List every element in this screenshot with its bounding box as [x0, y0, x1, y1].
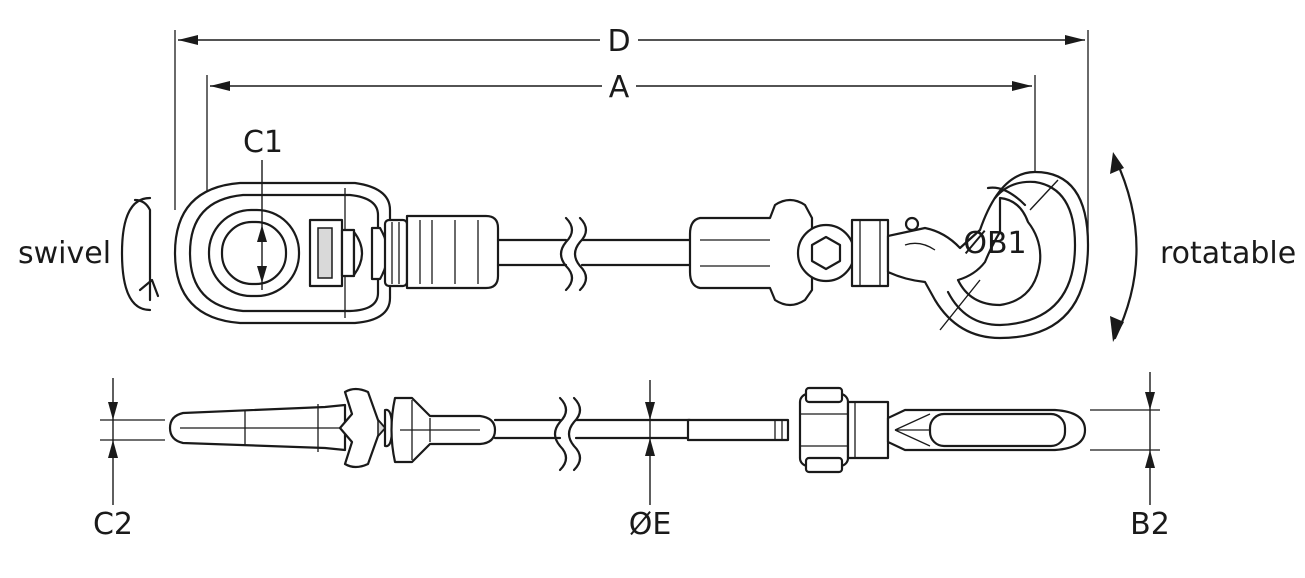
dimension-c2: [100, 378, 165, 505]
cable-top: [496, 216, 694, 292]
dimension-b1-label: ØB1: [963, 226, 1026, 261]
swivel-eye-top: [173, 181, 392, 325]
dimension-c1-label: C1: [243, 125, 283, 160]
dimension-b2-label: B2: [1130, 507, 1170, 542]
hook-side: [886, 408, 1087, 452]
swivel-rotation-arrow: [120, 196, 160, 312]
rotatable-label: rotatable: [1160, 236, 1296, 271]
dimension-d: [174, 30, 1089, 240]
dimension-e-label: ØE: [629, 507, 672, 542]
cable-side: [493, 396, 692, 472]
dimension-a-label: A: [609, 70, 630, 105]
wedge-socket-side: [390, 396, 497, 464]
swivel-eye-side: [168, 387, 394, 469]
rotatable-arrow: [1110, 152, 1138, 342]
swivel-label: swivel: [18, 236, 111, 271]
dimension-b1: [939, 179, 1059, 331]
clevis-side: [686, 386, 890, 474]
dimension-c1: [257, 160, 267, 290]
dimension-d-label: D: [607, 24, 630, 59]
dimension-c2-label: C2: [93, 507, 133, 542]
clevis-top: [688, 198, 920, 307]
wedge-socket-top: [383, 214, 500, 290]
hook-top: [886, 170, 1090, 340]
dimension-a: [206, 75, 1036, 225]
dimension-e: [645, 380, 655, 505]
dimension-b2: [1090, 372, 1160, 505]
